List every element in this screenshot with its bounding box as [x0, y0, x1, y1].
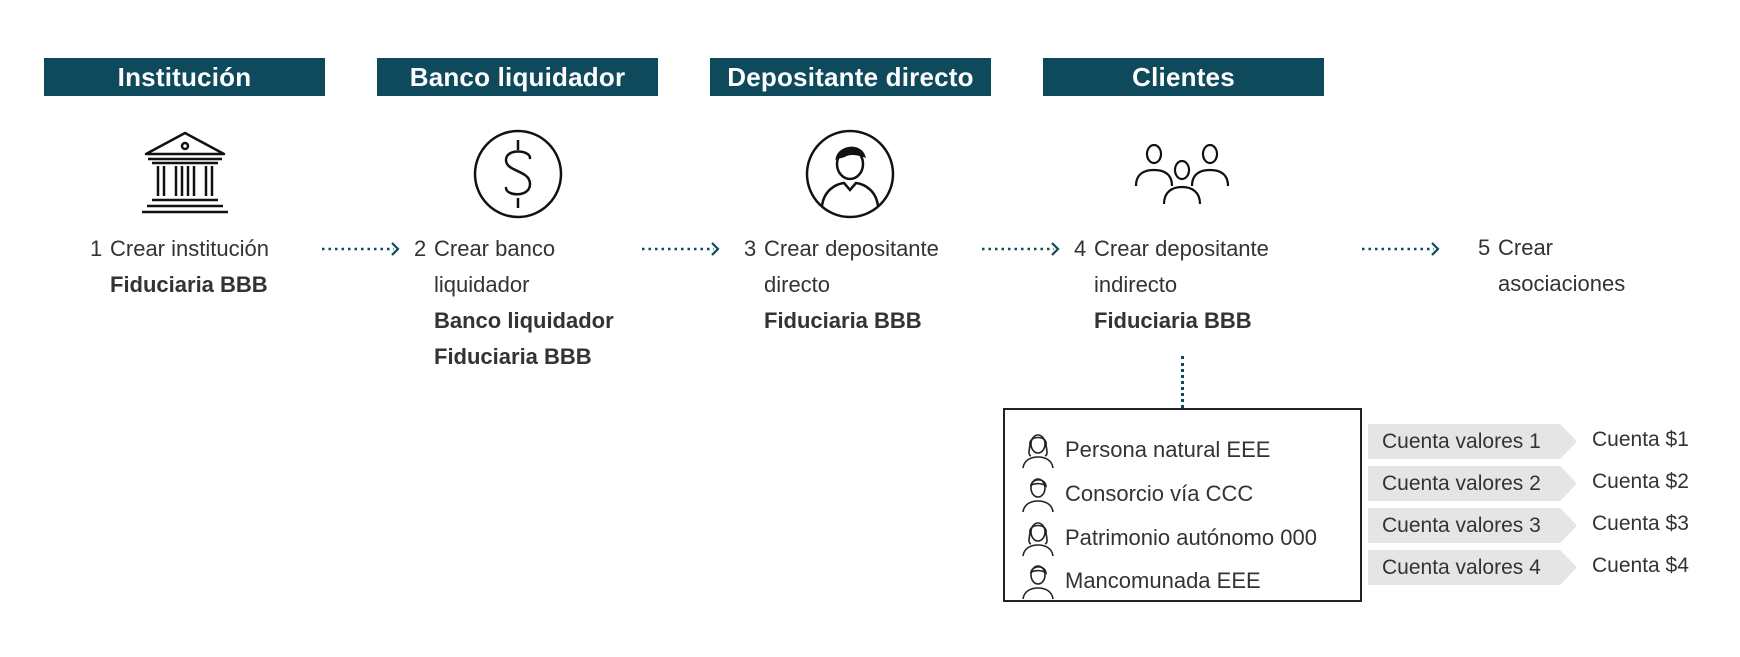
step-number: 3 — [744, 236, 757, 261]
securities-account-tag: Cuenta valores 2 — [1368, 466, 1577, 501]
header-banco-liquidador: Banco liquidador — [377, 58, 658, 96]
man-icon — [1022, 565, 1054, 600]
step-number: 4 — [1074, 236, 1087, 261]
step-3: 3 Crear depositante directo Fiduciaria B… — [744, 231, 939, 339]
header-institucion: Institución — [44, 58, 325, 96]
woman-icon — [1022, 522, 1054, 557]
header-depositante-directo: Depositante directo — [710, 58, 991, 96]
step-entity: Fiduciaria BBB — [110, 272, 268, 297]
client-name: Patrimonio autónomo 000 — [1065, 525, 1317, 550]
client-row: Persona natural EEE — [1021, 430, 1270, 470]
step-text: indirecto — [1094, 272, 1178, 297]
step-2: 2 Crear banco liquidador Banco liquidado… — [414, 231, 614, 375]
step-text: Crear institución — [110, 236, 269, 261]
arrow-4-to-5 — [1362, 242, 1440, 256]
step-text: directo — [764, 272, 831, 297]
arrow-1-to-2 — [322, 242, 400, 256]
step-text: Crear banco — [434, 236, 556, 261]
header-clientes: Clientes — [1043, 58, 1324, 96]
client-name: Persona natural EEE — [1065, 437, 1271, 462]
dollar-circle-icon — [473, 129, 563, 219]
step-4: 4 Crear depositante indirecto Fiduciaria… — [1074, 231, 1269, 339]
securities-account-tag: Cuenta valores 3 — [1368, 508, 1577, 543]
woman-icon — [1022, 434, 1054, 469]
step-entity: Fiduciaria BBB — [1094, 308, 1252, 333]
step-1: 1 Crear institución Fiduciaria BBB — [90, 231, 269, 303]
step-text: Crear — [1498, 235, 1554, 260]
client-row: Consorcio vía CCC — [1021, 474, 1253, 514]
client-row: Mancomunada EEE — [1021, 561, 1261, 601]
step-entity: Fiduciaria BBB — [764, 308, 922, 333]
cash-account-label: Cuenta $1 — [1592, 428, 1689, 451]
arrow-2-to-3 — [642, 242, 720, 256]
client-row: Patrimonio autónomo 000 — [1021, 518, 1317, 558]
person-circle-icon — [805, 129, 895, 219]
step-text: asociaciones — [1498, 271, 1626, 296]
client-name: Consorcio vía CCC — [1065, 481, 1254, 506]
bank-icon — [142, 131, 228, 214]
step-number: 5 — [1478, 235, 1491, 260]
securities-account-tag: Cuenta valores 4 — [1368, 550, 1577, 585]
arrow-3-to-4 — [982, 242, 1060, 256]
cash-account-label: Cuenta $4 — [1592, 554, 1689, 577]
securities-account-tag: Cuenta valores 1 — [1368, 424, 1577, 459]
step-entity: Fiduciaria BBB — [434, 344, 592, 369]
client-name: Mancomunada EEE — [1065, 568, 1261, 593]
step-number: 2 — [414, 236, 427, 261]
cash-account-label: Cuenta $3 — [1592, 512, 1689, 535]
clients-box: Persona natural EEE Consorcio vía CCC Pa… — [1003, 408, 1362, 602]
cash-account-label: Cuenta $2 — [1592, 470, 1689, 493]
group-icon — [1134, 143, 1230, 205]
step-entity: Banco liquidador — [434, 308, 614, 333]
step-5: 5 Crear asociaciones — [1478, 230, 1625, 302]
step-text: Crear depositante — [1094, 236, 1269, 261]
connector-line — [1181, 356, 1184, 408]
step-text: liquidador — [434, 272, 530, 297]
step-number: 1 — [90, 236, 103, 261]
man-icon — [1022, 478, 1054, 513]
step-text: Crear depositante — [764, 236, 939, 261]
